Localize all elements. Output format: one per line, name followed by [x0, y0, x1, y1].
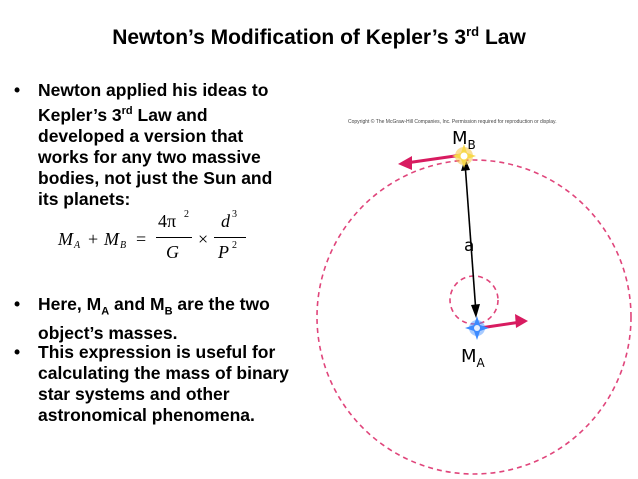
label-ma: MA — [461, 346, 486, 370]
kepler-formula: M A + M B = 4π 2 G × d 3 P 2 — [58, 207, 268, 267]
binary-orbit-diagram: MB a MA — [316, 128, 632, 475]
bullet-usefulness-item: • This expression is useful for calculat… — [14, 342, 289, 425]
slide-title: Newton’s Modification of Kepler’s 3rd La… — [112, 24, 526, 49]
bullet-masses-item: • Here, MA and MB are the two object’s m… — [14, 294, 270, 343]
bullet-usefulness: • This expression is useful for calculat… — [14, 342, 314, 426]
velocity-arrow-a — [479, 320, 522, 330]
bullet-masses: • Here, MA and MB are the two object’s m… — [14, 294, 314, 344]
label-mb: MB — [452, 128, 476, 152]
label-a: a — [464, 236, 474, 256]
copyright-notice: Copyright © The McGraw-Hill Companies, I… — [348, 119, 557, 125]
velocity-arrow-b — [405, 153, 463, 165]
outer-orbit — [316, 159, 632, 475]
bullet-newton-kepler: • Newton applied his ideas to Kepler’s 3… — [14, 80, 273, 209]
bullet-list: • Newton applied his ideas to Kepler’s 3… — [14, 80, 314, 210]
separation-line — [464, 162, 477, 314]
velocity-arrowhead-b — [398, 156, 412, 170]
star-a-icon — [465, 316, 489, 340]
star-b-icon — [452, 144, 476, 168]
separation-arrowhead-a — [471, 304, 480, 318]
velocity-arrowhead-a — [515, 314, 528, 328]
